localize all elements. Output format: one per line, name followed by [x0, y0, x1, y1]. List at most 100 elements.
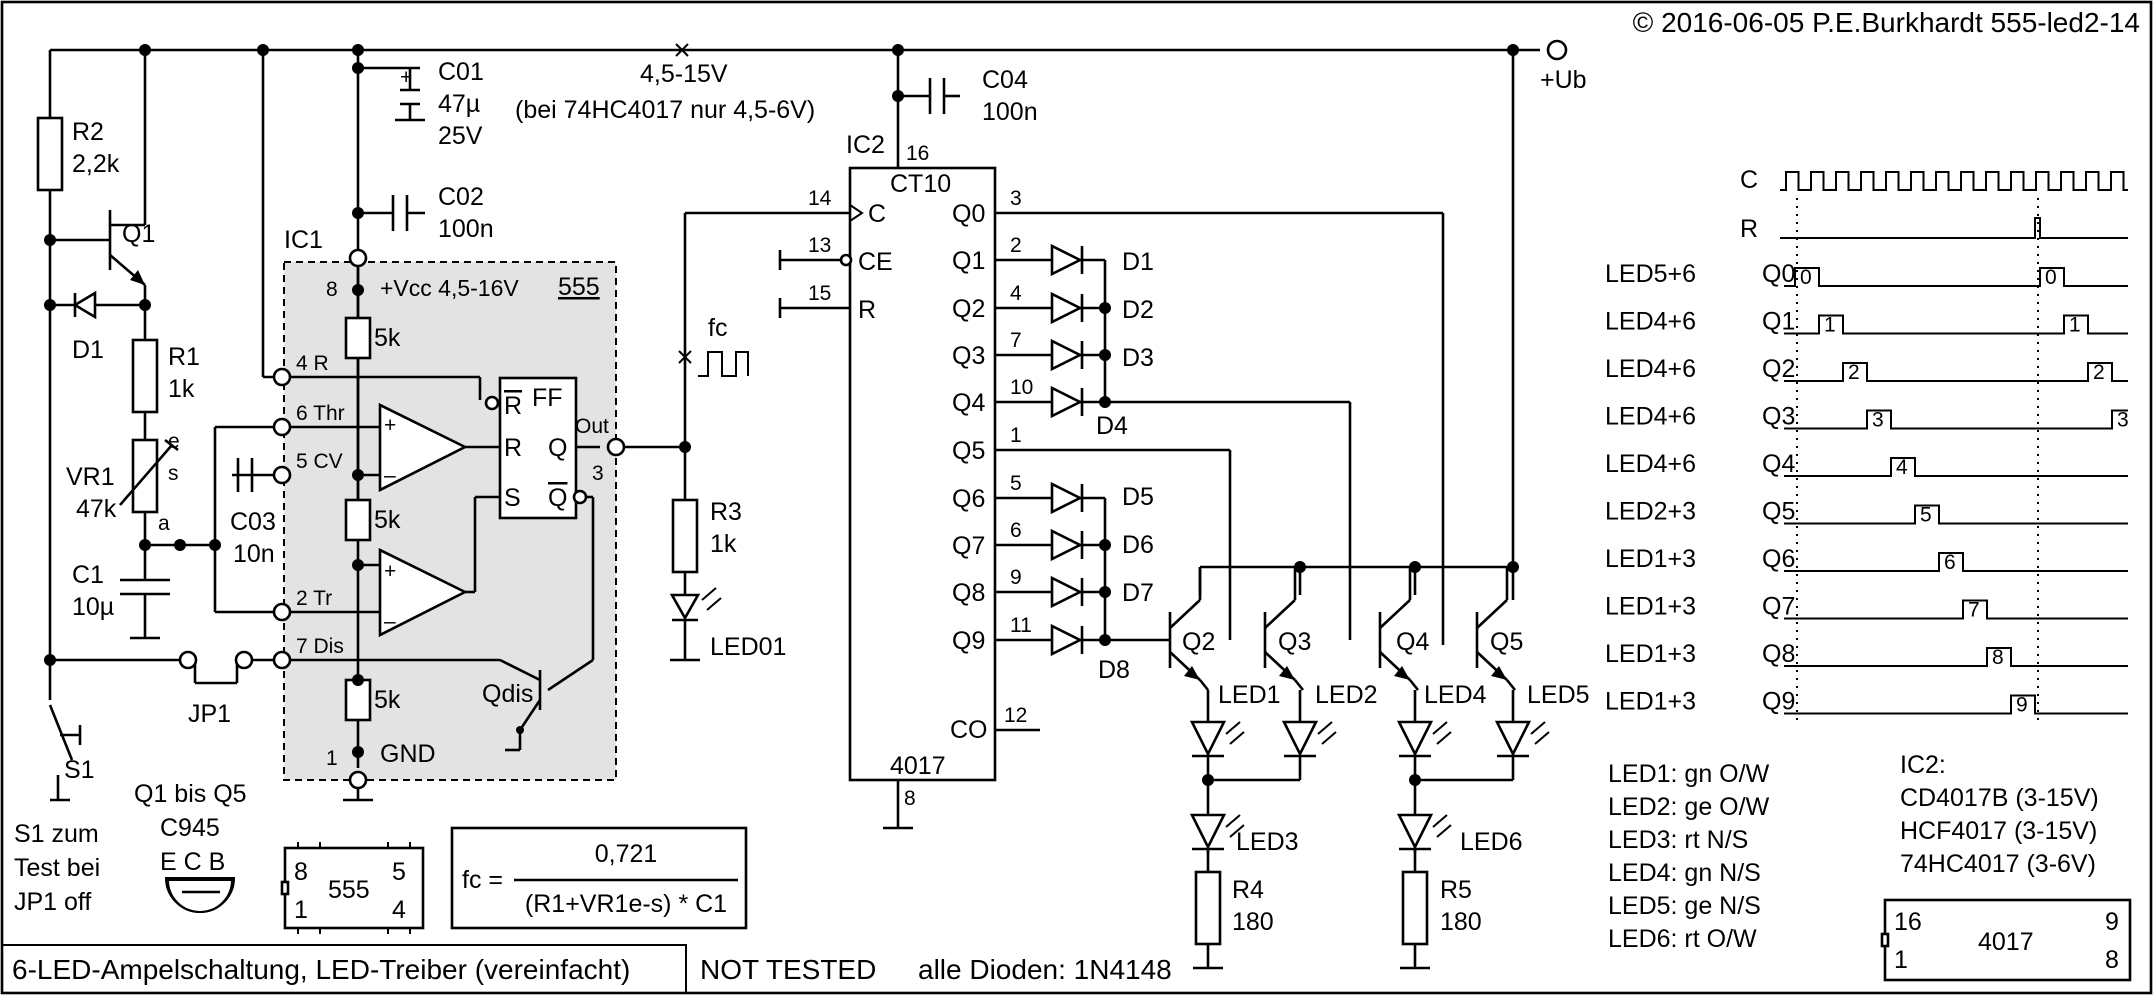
ic1-internals: + – + –: [282, 268, 600, 802]
ic1-pin7: 7 Dis: [296, 635, 344, 658]
led-legend-5: LED5: ge N/S: [1608, 892, 1761, 920]
d8-label: D8: [1098, 656, 1130, 684]
d1-name: D1: [72, 336, 104, 364]
ic555-pinout-br: 4: [392, 896, 406, 924]
ic1-ff-q: Q: [548, 434, 567, 462]
timing-row-3-q: Q3: [1762, 403, 1795, 431]
ic2-output-q0-label: Q0: [952, 200, 985, 228]
formula-box: [450, 826, 748, 930]
vr1-name: VR1: [66, 463, 115, 491]
timing-row-5-idx: 5: [1920, 504, 1932, 527]
ic2-output-q3-pin: 7: [1010, 329, 1022, 352]
q2-label: Q2: [1182, 628, 1215, 656]
led-6: [1396, 813, 1452, 853]
led5-label: LED5: [1527, 681, 1590, 709]
ic2-output-q5-pin: 1: [1010, 424, 1022, 447]
d4-label: D4: [1096, 412, 1128, 440]
r5-name: R5: [1440, 876, 1472, 904]
timing-row-6-wave: [1784, 552, 2128, 572]
ub-terminal[interactable]: [1546, 39, 1568, 61]
ic1-pin1: 1: [326, 747, 338, 770]
r1-name: R1: [168, 343, 200, 371]
ic2-co-pin: 12: [1004, 704, 1027, 727]
timing-row-5-wave: [1784, 504, 2128, 525]
ic1-pin4: 4 R: [296, 352, 329, 375]
ic2-output-q1-pin: 2: [1010, 234, 1022, 257]
ic555-pinout-tr: 5: [392, 858, 406, 886]
q-pinout-ecb: E C B: [160, 848, 225, 876]
vr1-e: e: [168, 430, 180, 453]
ic2-output-q7-label: Q7: [952, 532, 985, 560]
timing-reset-wave: [1780, 217, 2128, 239]
ic1-qdis: Qdis: [482, 680, 533, 708]
c03-name: C03: [230, 508, 276, 536]
ic2-output-q9-pin: 11: [1010, 614, 1032, 637]
led-network: [1193, 690, 1515, 970]
ic2-in-15-num: 15: [808, 282, 831, 305]
d3-label: D3: [1122, 344, 1154, 372]
ic4017-pinout-tl: 16: [1894, 908, 1922, 936]
ic2-variant-1: CD4017B (3-15V): [1900, 784, 2099, 812]
timing-row-0-idx: 0: [1800, 266, 1812, 289]
ic2-output-q2-pin: 4: [1010, 282, 1022, 305]
timing-clock-wave: [1780, 171, 2128, 191]
formula-den: (R1+VR1e-s) * C1: [525, 890, 727, 918]
ic1-gnd: GND: [380, 740, 436, 768]
ic1-pin8: 8: [326, 278, 338, 301]
jp1-pin-a[interactable]: [178, 650, 198, 670]
jp1-pin-b[interactable]: [234, 650, 254, 670]
timing-row-3-wave: [1784, 409, 2128, 430]
ic1-res-top: 5k: [374, 324, 401, 352]
led4-label: LED4: [1424, 681, 1487, 709]
timing-row-5-led: LED2+3: [1605, 498, 1696, 526]
c04-value: 100n: [982, 98, 1038, 126]
d5-label: D5: [1122, 483, 1154, 511]
timing-row-2-q: Q2: [1762, 355, 1795, 383]
timing-row-4-q: Q4: [1762, 450, 1795, 478]
ic2-output-q0-pin: 3: [1010, 187, 1022, 210]
ic1-pin5: 5 CV: [296, 450, 343, 473]
timing-row-6-led: LED1+3: [1605, 545, 1696, 573]
timing-row-1-idx: 1: [1824, 314, 1836, 337]
ic1-pin3: 3: [592, 462, 604, 485]
diode-7: [1050, 575, 1084, 609]
c03-value: 10n: [233, 540, 275, 568]
q3-label: Q3: [1278, 628, 1311, 656]
q4-label: Q4: [1396, 628, 1429, 656]
svg-text:+: +: [400, 66, 412, 89]
timing-row-0-led: LED5+6: [1605, 260, 1696, 288]
ic2-output-q6-label: Q6: [952, 485, 985, 513]
c02-name: C02: [438, 183, 484, 211]
ic2-pin8: 8: [904, 787, 916, 810]
led-legend-4: LED4: gn N/S: [1608, 859, 1761, 887]
s1-note-1: S1 zum: [14, 820, 99, 848]
q-pinout-type: C945: [160, 814, 220, 842]
ic1-ff: FF: [532, 384, 563, 412]
s1-switch[interactable]: [48, 704, 74, 761]
ic1-ff-r: R: [504, 434, 522, 462]
svg-text:+: +: [384, 414, 396, 437]
ic1-vcc: +Vcc 4,5-16V: [380, 275, 519, 301]
r2-value: 2,2k: [72, 150, 120, 178]
ic2-output-q1-label: Q1: [952, 247, 985, 275]
led6-label: LED6: [1460, 828, 1523, 856]
timing-row-9-wave: [1784, 694, 2128, 715]
timing-row-5-q: Q5: [1762, 498, 1795, 526]
ic2-in-13-num: 13: [808, 234, 831, 257]
diode-4: [1050, 385, 1084, 419]
supply-range: 4,5-15V: [640, 60, 728, 88]
led-1: [1189, 720, 1245, 760]
ic1-pin6: 6 Thr: [296, 402, 345, 425]
led-legend-1: LED1: gn O/W: [1608, 760, 1770, 788]
r4-name: R4: [1232, 876, 1264, 904]
ic1-res-bot: 5k: [374, 686, 401, 714]
c02-value: 100n: [438, 215, 494, 243]
timing-row-7-q: Q7: [1762, 593, 1795, 621]
s1-note-3: JP1 off: [14, 888, 91, 916]
timing-row-9-idx: 9: [2016, 694, 2028, 717]
ic555-pinout-label: 555: [328, 876, 370, 904]
ic2-output-q4-pin: 10: [1010, 376, 1033, 399]
footer-description: 6-LED-Ampelschaltung, LED-Treiber (verei…: [12, 954, 630, 985]
